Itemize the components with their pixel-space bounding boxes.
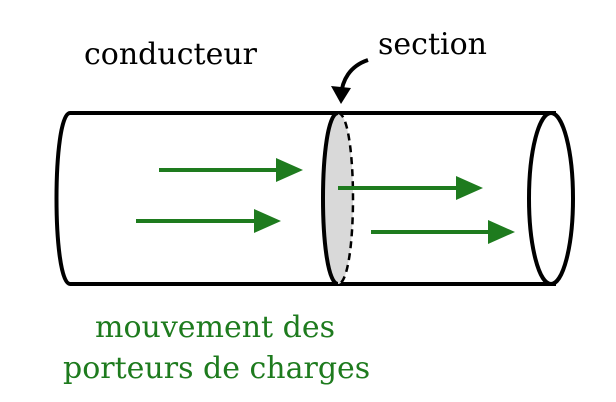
charge-carrier-arrow <box>136 209 281 233</box>
motion-label-line1: mouvement des <box>95 310 335 345</box>
conductor-label: conducteur <box>84 37 257 72</box>
charge-carrier-arrow <box>338 176 483 200</box>
cross-section-fill <box>323 113 353 284</box>
cross-section-back-edge <box>337 111 355 286</box>
charge-carrier-arrow <box>371 220 515 244</box>
cross-section-front-edge <box>321 111 339 286</box>
cylinder-left-end <box>54 111 72 286</box>
section-pointer-arrowhead <box>331 86 351 104</box>
cylinder-right-end <box>527 111 575 286</box>
section-label: section <box>378 27 487 62</box>
motion-label-line2: porteurs de charges <box>63 351 371 386</box>
charge-carrier-arrow <box>159 158 303 182</box>
